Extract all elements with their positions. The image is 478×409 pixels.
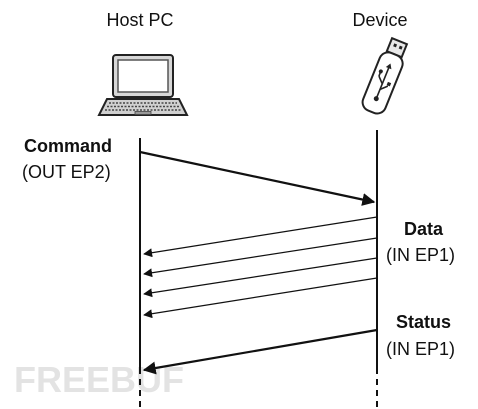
data-label: Data [404,219,444,239]
usb-drive-icon [361,36,409,115]
status-label: Status [396,312,451,332]
data-arrow [143,237,378,278]
watermark: FREEBUF [14,359,184,400]
command-endpoint: (OUT EP2) [22,162,111,182]
laptop-icon [97,54,189,116]
data-arrow [143,277,378,319]
status-arrow [142,328,378,375]
data-endpoint: (IN EP1) [386,245,455,265]
command-arrow [139,150,376,206]
command-label: Command [24,136,112,156]
participant-host-label: Host PC [106,10,173,30]
data-arrow [143,216,378,258]
data-arrow [143,257,378,298]
status-endpoint: (IN EP1) [386,339,455,359]
participant-device-label: Device [352,10,407,30]
